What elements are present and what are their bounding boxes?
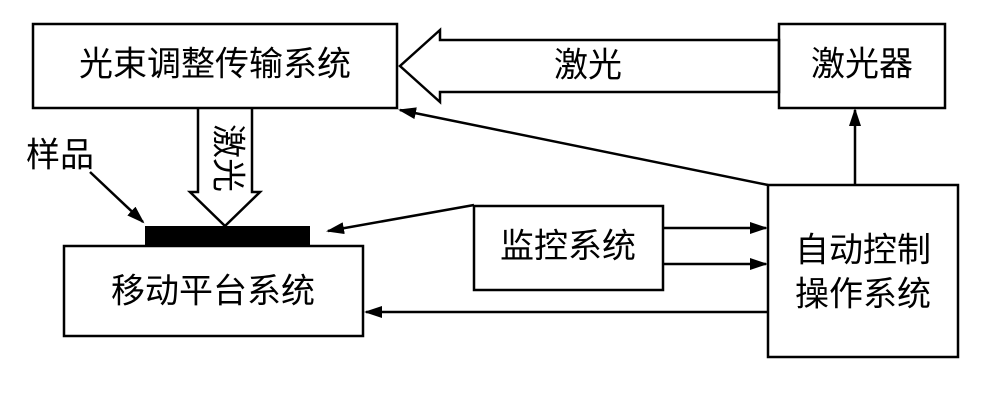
monitor-system-label: 监控系统 [500,227,636,267]
laser-down-hollow-arrow: 激光 [186,108,264,228]
auto-control-label-line1: 自动控制 [795,231,931,271]
monitor-system-node: 监控系统 [472,204,665,292]
auto-control-label-line2: 操作系统 [795,275,931,315]
stage-system-node: 移动平台系统 [62,244,365,338]
auto-control-node: 自动控制 操作系统 [766,183,960,359]
laser-vertical-label: 激光 [208,124,248,192]
stage-system-label: 移动平台系统 [111,272,315,312]
arrow-control-to-beam-system [398,107,769,187]
beam-system-node: 光束调整传输系统 [31,22,399,110]
sample-label: 样品 [26,136,94,176]
sample-pointer-arrow [89,171,145,224]
laser-beam-hollow-arrow: 激光 [398,27,781,105]
laser-device-node: 激光器 [777,22,947,110]
laser-device-label: 激光器 [811,45,913,85]
sample-block [145,226,310,246]
laser-top-label: 激光 [554,46,622,86]
arrow-monitor-to-sample [326,203,475,235]
beam-system-label: 光束调整传输系统 [79,45,351,85]
